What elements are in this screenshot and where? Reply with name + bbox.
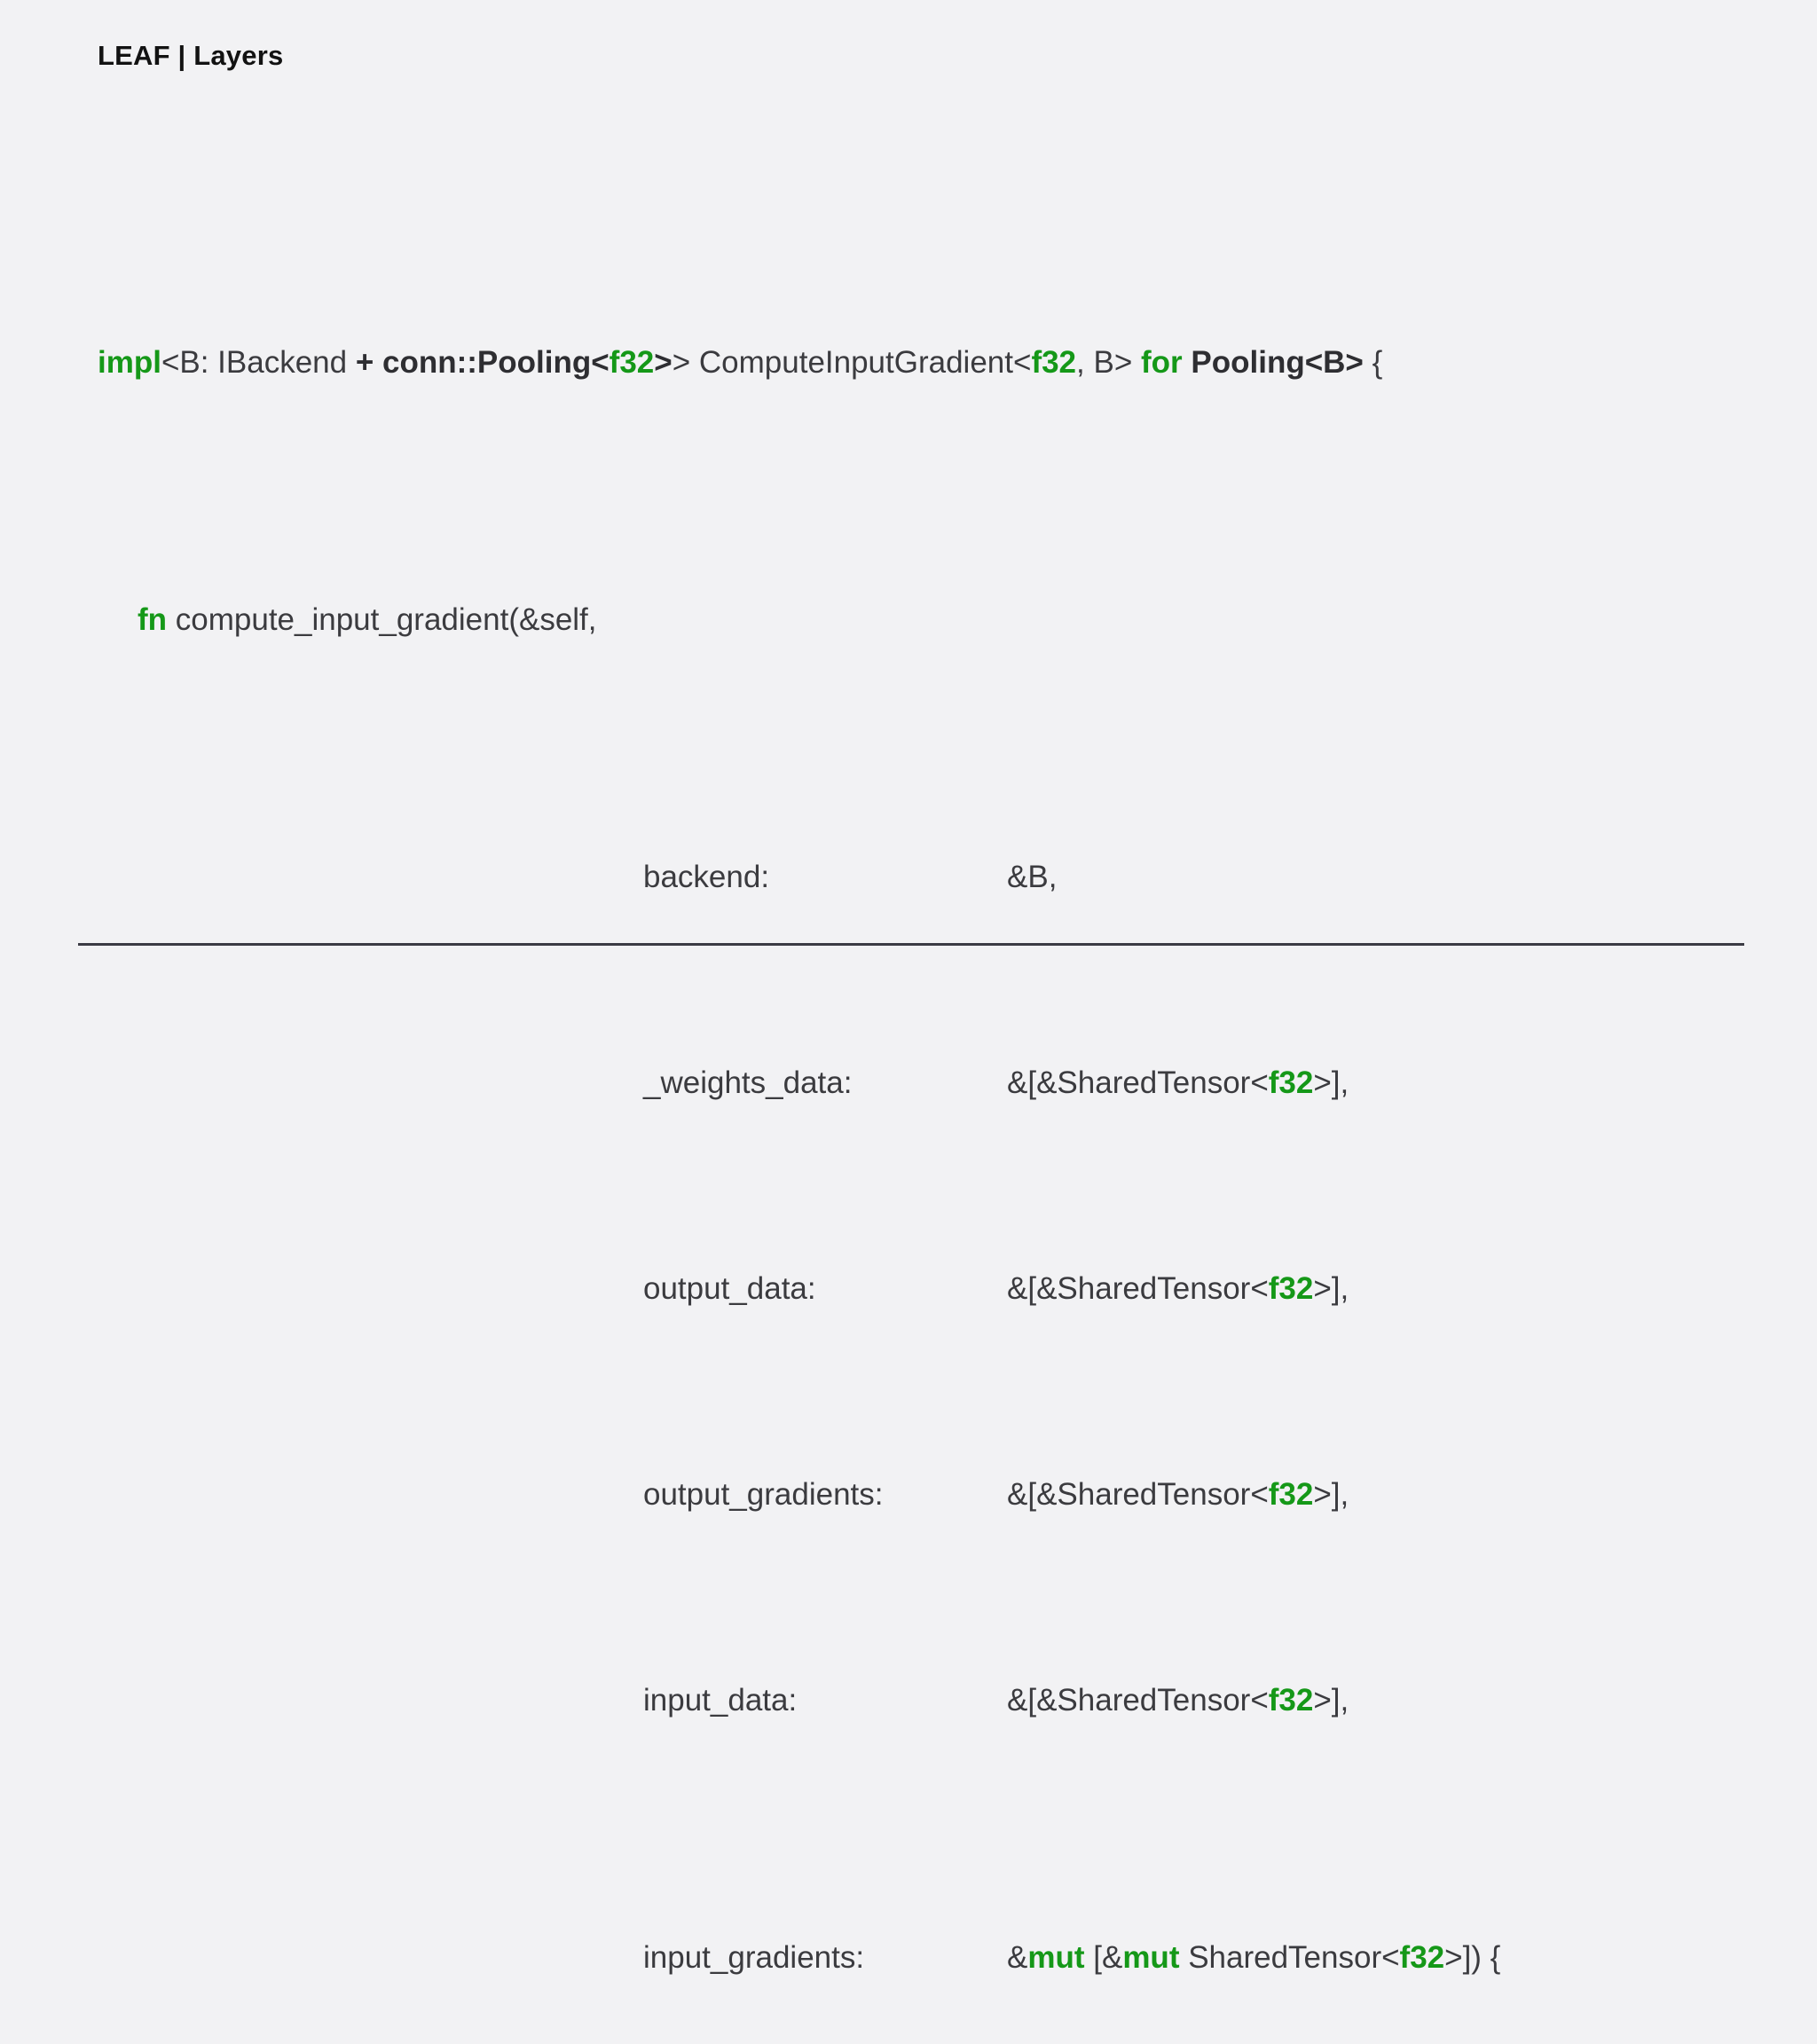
param-type-suffix: >]) {	[1444, 1940, 1501, 1975]
space-token	[1183, 345, 1192, 380]
param-type-prefix: &[&SharedTensor<	[1007, 1271, 1269, 1306]
impl-bound-f32: f32	[609, 345, 655, 380]
param-type-f32: f32	[1268, 1477, 1314, 1512]
param-type-suffix: >],	[1313, 1065, 1349, 1100]
fn-signature: compute_input_gradient(&self,	[167, 602, 597, 637]
code-line-param-output-gradients: output_gradients: &[&SharedTensor<f32>],	[0, 1469, 1817, 1521]
param-type-prefix: &[&SharedTensor<	[1007, 1477, 1269, 1512]
impl-bound-suffix: >	[654, 345, 673, 380]
impl-bound-prefix: + conn::Pooling<	[355, 345, 610, 380]
trait-rest: , B>	[1076, 345, 1141, 380]
code-line-param-weights-data: _weights_data: &[&SharedTensor<f32>],	[0, 1057, 1817, 1109]
param-type-f32: f32	[1399, 1940, 1445, 1975]
param-name: backend:	[643, 860, 770, 894]
footer-divider	[78, 943, 1744, 946]
code-line-impl: impl<B: IBackend + conn::Pooling<f32>> C…	[0, 337, 1817, 389]
keyword-impl: impl	[98, 345, 161, 380]
param-name: _weights_data:	[643, 1065, 853, 1100]
impl-generic-open: <B: IBackend	[161, 345, 356, 380]
impl-open-brace: {	[1363, 345, 1383, 380]
param-type-prefix: SharedTensor<	[1179, 1940, 1400, 1975]
slice-open-token: [&	[1084, 1940, 1123, 1975]
keyword-for: for	[1141, 345, 1183, 380]
param-type-prefix: &[&SharedTensor<	[1007, 1065, 1269, 1100]
param-name: input_gradients:	[643, 1940, 865, 1975]
code-line-param-input-gradients: input_gradients:&mut [&mut SharedTensor<…	[0, 1932, 1817, 1984]
keyword-mut-outer: mut	[1027, 1940, 1085, 1975]
keyword-fn: fn	[138, 602, 168, 637]
param-name: output_gradients:	[643, 1477, 884, 1512]
param-type-suffix: >],	[1313, 1683, 1349, 1718]
param-type-f32: f32	[1268, 1271, 1314, 1306]
keyword-mut-inner: mut	[1122, 1940, 1180, 1975]
param-name: output_data:	[643, 1271, 816, 1306]
param-name: input_data:	[643, 1683, 798, 1718]
page-title: LEAF | Layers	[98, 40, 284, 71]
param-type: &B,	[1007, 860, 1058, 894]
code-line-param-output-data: output_data: &[&SharedTensor<f32>],	[0, 1263, 1817, 1315]
code-block: impl<B: IBackend + conn::Pooling<f32>> C…	[0, 131, 1817, 2044]
code-line-param-backend: backend: &B,	[0, 852, 1817, 903]
impl-generic-close: >	[672, 345, 699, 380]
param-type-prefix: &[&SharedTensor<	[1007, 1683, 1269, 1718]
param-type-f32: f32	[1268, 1683, 1314, 1718]
impl-type-name: Pooling<B>	[1191, 345, 1364, 380]
code-line-param-input-data: input_data: &[&SharedTensor<f32>],	[0, 1675, 1817, 1726]
param-type-suffix: >],	[1313, 1271, 1349, 1306]
trait-f32: f32	[1031, 345, 1077, 380]
param-type-f32: f32	[1268, 1065, 1314, 1100]
code-line-fn: fn compute_input_gradient(&self,	[0, 594, 1817, 646]
trait-name: ComputeInputGradient<	[698, 345, 1032, 380]
ampersand-token: &	[1007, 1940, 1028, 1975]
param-type-suffix: >],	[1313, 1477, 1349, 1512]
slide: LEAF | Layers impl<B: IBackend + conn::P…	[78, 40, 1744, 1975]
